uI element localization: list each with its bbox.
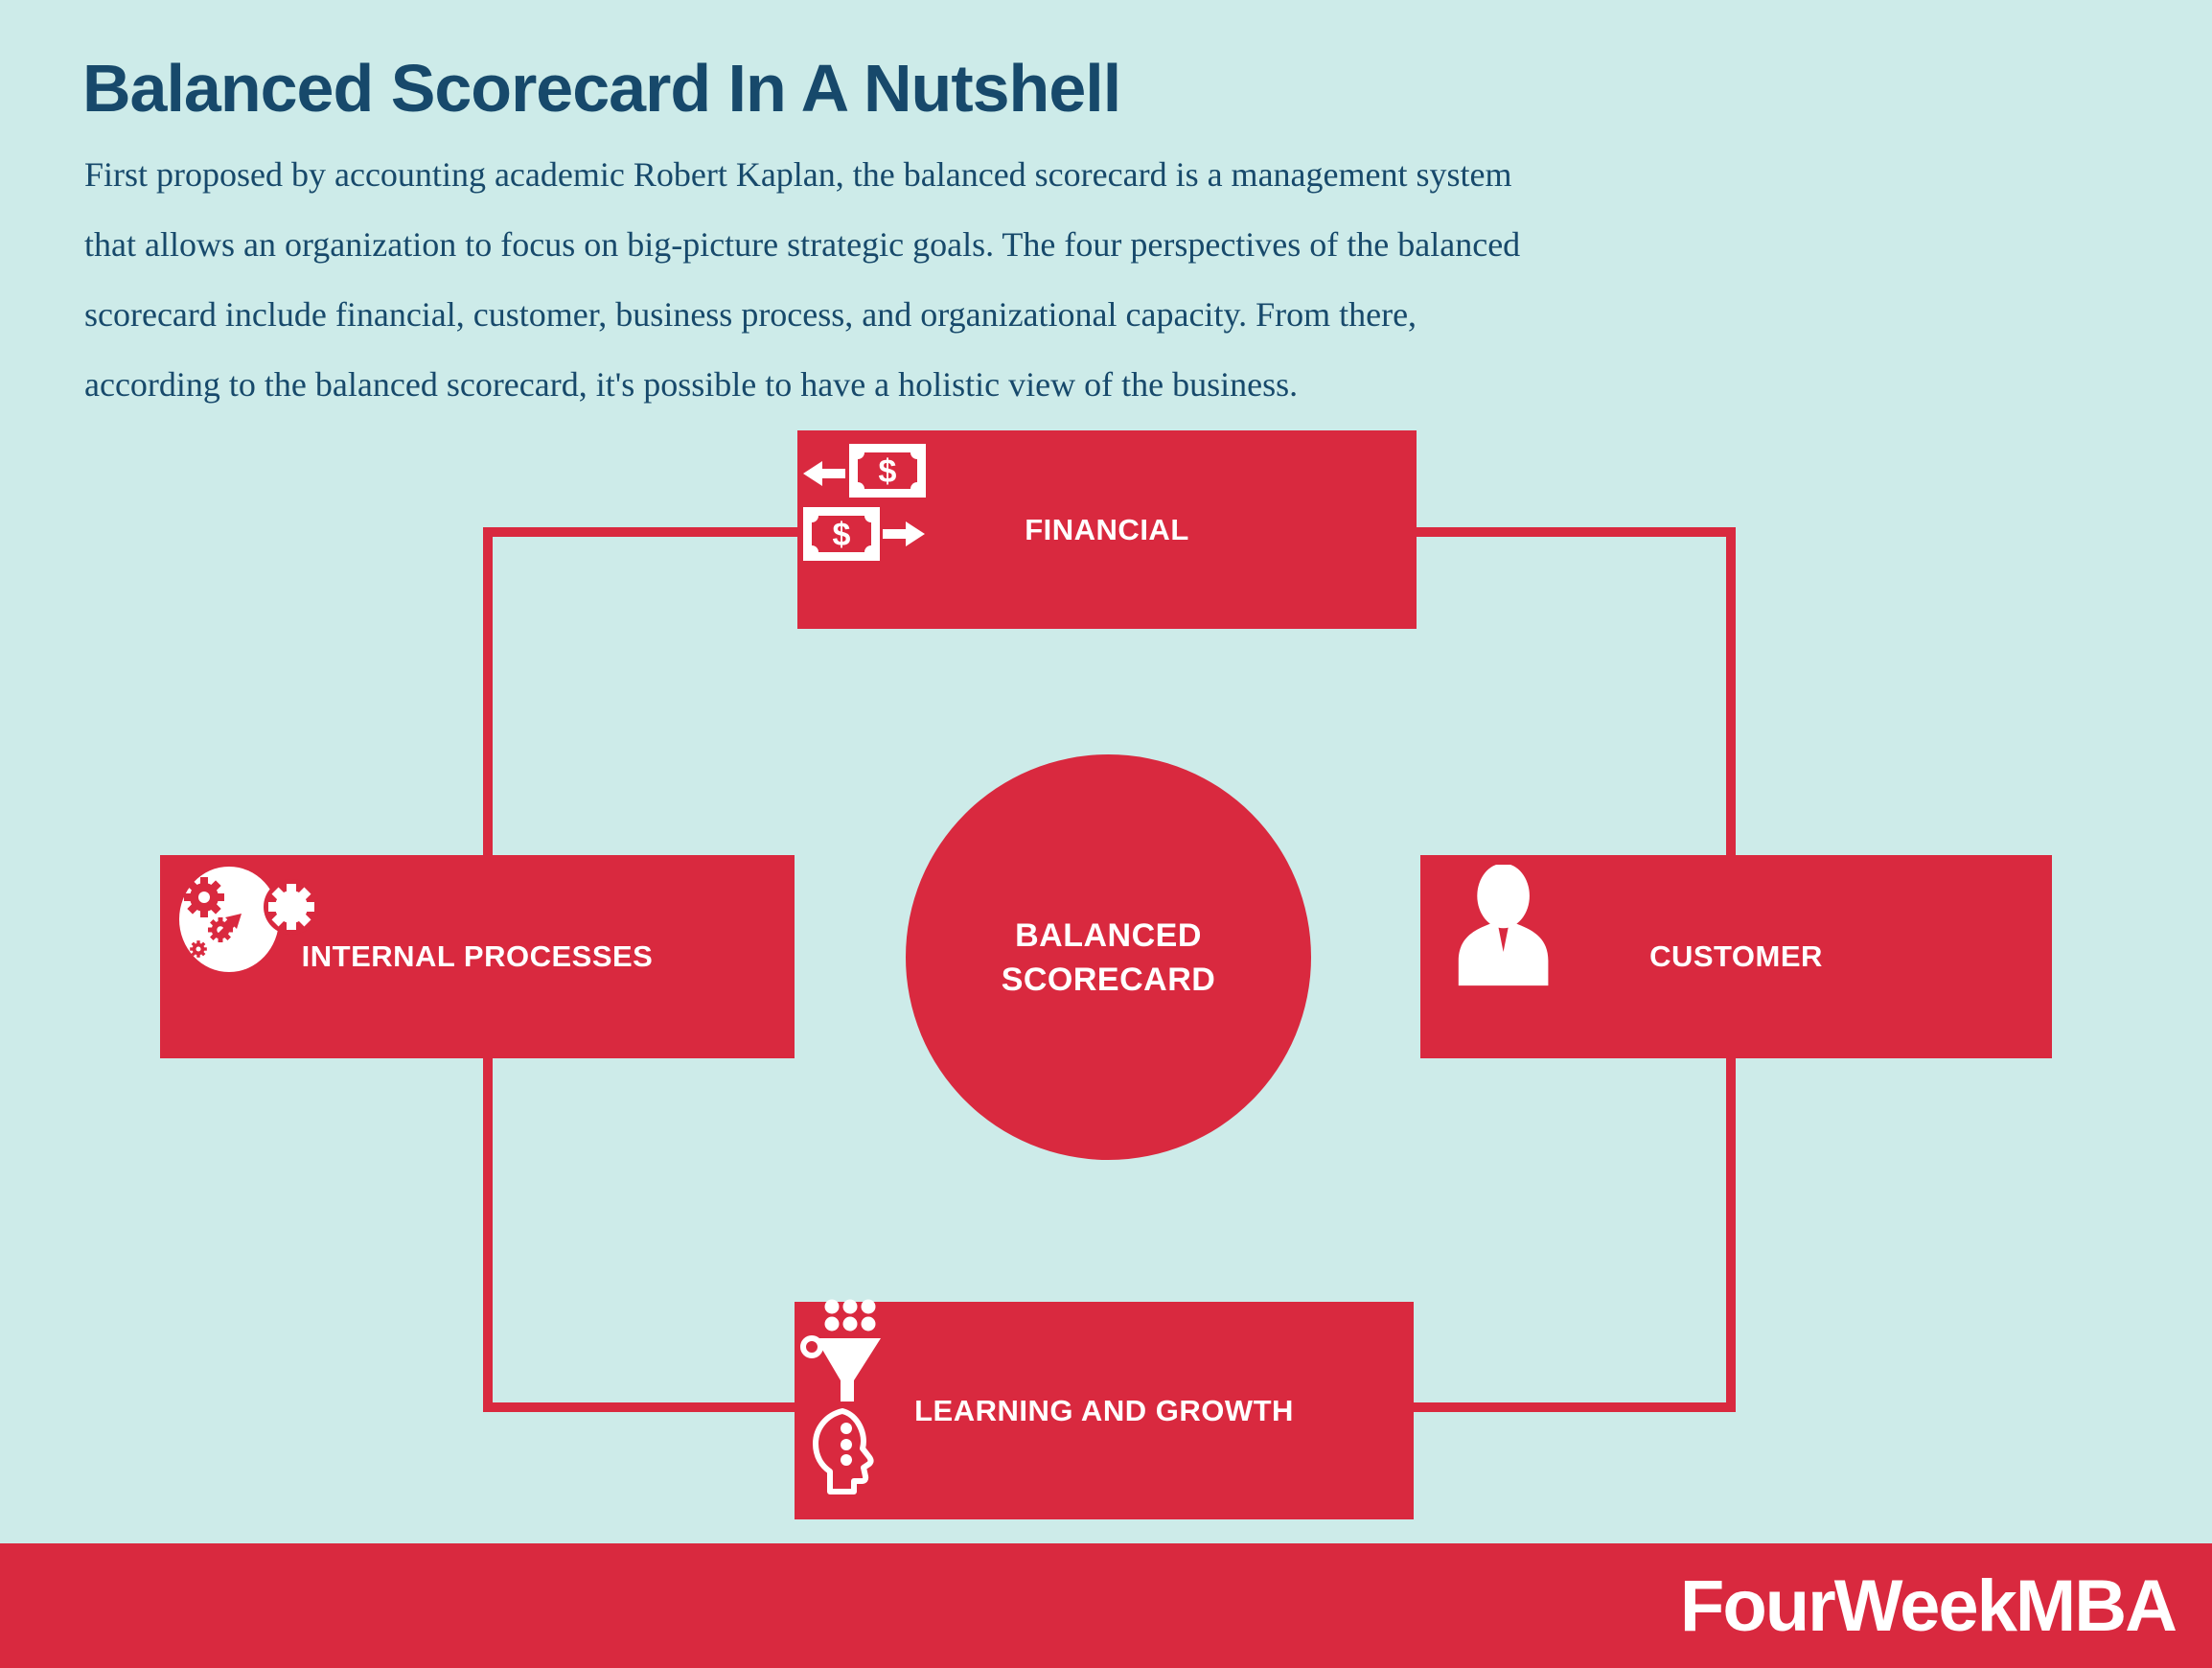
- money-exchange-icon: $ $: [803, 444, 926, 561]
- financial-box: $ $ FINANCIAL: [797, 430, 1417, 629]
- balanced-scorecard-circle: BALANCED SCORECARD: [906, 754, 1311, 1160]
- funnel-head-icon: [800, 1299, 881, 1494]
- brand-logo: FourWeekMBA: [1679, 1564, 2177, 1647]
- center-label-line1: BALANCED: [1015, 916, 1202, 954]
- intro-line: according to the balanced scorecard, it'…: [84, 365, 1299, 404]
- internal-processes-label: INTERNAL PROCESSES: [301, 939, 654, 973]
- intro-line: First proposed by accounting academic Ro…: [84, 155, 1512, 194]
- customer-box: CUSTOMER: [1420, 855, 2052, 1058]
- footer-bar: FourWeekMBA: [0, 1543, 2212, 1668]
- intro-line: scorecard include financial, customer, b…: [84, 295, 1417, 334]
- intro-line: that allows an organization to focus on …: [84, 225, 1521, 264]
- page-title: Balanced Scorecard In A Nutshell: [82, 51, 1121, 126]
- internal-processes-box: INTERNAL PROCESSES: [160, 855, 795, 1058]
- center-label-line2: SCORECARD: [1001, 961, 1216, 998]
- learning-growth-box: LEARNING AND GROWTH: [795, 1299, 1414, 1519]
- learning-growth-label: LEARNING AND GROWTH: [914, 1393, 1294, 1427]
- svg-text:$: $: [879, 453, 897, 490]
- financial-label: FINANCIAL: [1025, 512, 1189, 546]
- person-icon: [1458, 865, 1549, 986]
- svg-text:$: $: [833, 517, 851, 553]
- intro-paragraph: First proposed by accounting academic Ro…: [84, 140, 1520, 420]
- customer-label: CUSTOMER: [1649, 939, 1823, 973]
- gears-icon: [179, 867, 319, 972]
